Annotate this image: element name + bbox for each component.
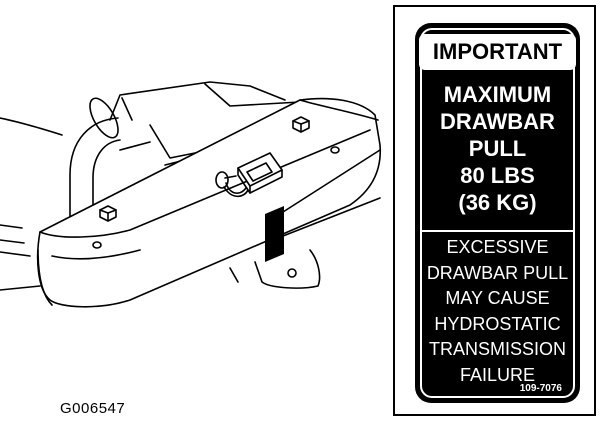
capacity-line: DRAWBAR: [440, 109, 555, 134]
decal-divider: [420, 230, 575, 232]
callout-leader: [282, 149, 381, 213]
capacity-line: 80 LBS: [460, 163, 535, 188]
decal-marker-icon: [265, 206, 284, 262]
drawbar-warning-decal: IMPORTANT MAXIMUM DRAWBAR PULL 80 LBS (3…: [415, 23, 580, 403]
decal-header: IMPORTANT: [419, 34, 576, 70]
seat-tube: [69, 117, 119, 231]
hitch-pin-icon: [215, 171, 249, 198]
capacity-line: MAXIMUM: [443, 82, 552, 107]
machine-frame-lines: [0, 81, 301, 291]
warning-line: EXCESSIVE: [446, 237, 549, 257]
decal-border: [420, 28, 575, 398]
capacity-block: MAXIMUM DRAWBAR PULL 80 LBS (36 KG): [415, 81, 580, 216]
warning-line: MAY CAUSE: [445, 288, 550, 308]
figure-id: G006547: [60, 400, 126, 417]
warning-line: TRANSMISSION: [428, 339, 566, 359]
warning-block: EXCESSIVE DRAWBAR PULL MAY CAUSE HYDROST…: [415, 235, 580, 388]
decal-part-number: 109-7076: [519, 383, 562, 394]
bolt-icon: [99, 205, 117, 222]
capacity-line: (36 KG): [458, 190, 537, 215]
warning-line: HYDROSTATIC: [434, 313, 561, 334]
bolt-icon: [292, 116, 310, 133]
warning-line: DRAWBAR PULL: [426, 262, 569, 283]
rear-bumper: [36, 97, 382, 308]
hitch-receiver-icon: [237, 152, 283, 194]
capacity-line: PULL: [468, 136, 527, 161]
warning-line: FAILURE: [459, 364, 536, 385]
